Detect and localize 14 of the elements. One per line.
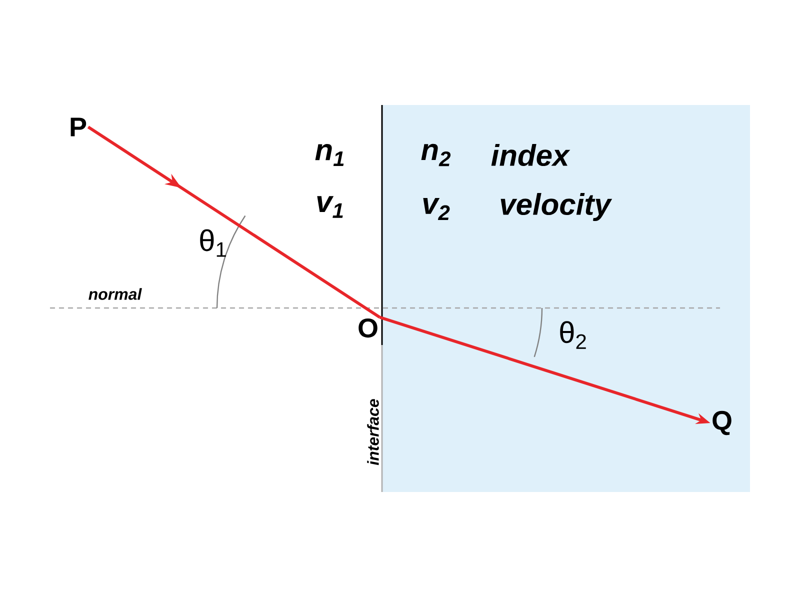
symbol-label: v$_{1}$ [317,196,343,218]
line-label: interface [367,399,379,466]
symbol-label: n$_{1}$ [315,144,344,166]
ray-arrow [87,126,381,318]
point-label: P [70,118,86,136]
angle-label: θ$_{2}$ [560,321,586,349]
symbol-label: velocity [500,193,612,221]
angle-label: θ$_{1}$ [200,229,226,257]
line-label: normal [88,288,142,300]
point-label: Q [712,410,732,436]
symbol-label: n$_{2}$ [421,144,451,166]
symbol-label: index [491,144,570,166]
point-label: O [358,318,378,338]
symbol-label: v$_{2}$ [423,198,450,220]
